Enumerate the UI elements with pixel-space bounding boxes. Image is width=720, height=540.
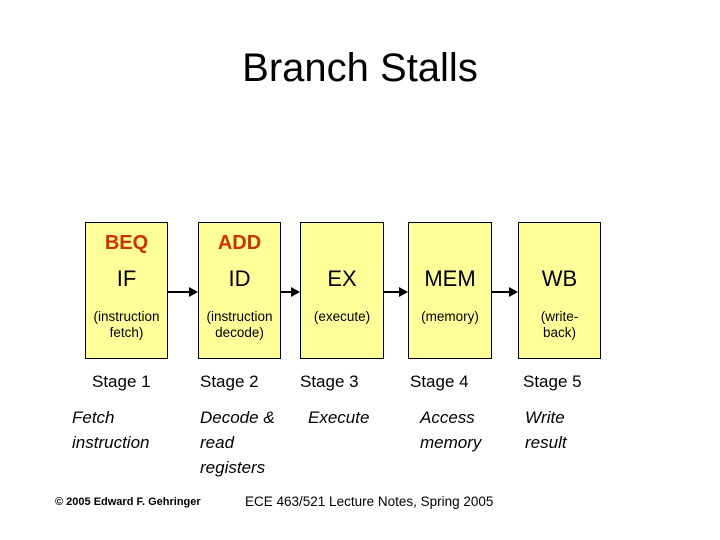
pipeline-stage-box-mem: MEM (memory) [408,222,492,359]
stage-description-2: Decode & read registers [200,408,275,477]
stage-label-5: Stage 5 [523,372,582,391]
pipeline-stage-box-id: ADD ID (instruction decode) [198,222,281,359]
stage-abbr: ID [228,266,251,291]
footer-copyright: © 2005 Edward F. Gehringer [55,496,201,508]
arrow-ex-to-mem [384,287,408,297]
pipeline-stage-box-ex: EX (execute) [300,222,384,359]
stage-description-3: Execute [308,408,370,427]
arrowhead-icon [509,287,518,297]
arrowhead-icon [291,287,300,297]
stage-abbr: EX [327,266,357,291]
pipeline-stage-box-if: BEQ IF (instruction fetch) [85,222,168,359]
pipeline-stage-box-wb: WB (write-back) [518,222,601,359]
stage-full-name: (instruction fetch) [93,309,160,340]
arrow-line [168,291,192,293]
arrow-mem-to-wb [492,287,518,297]
arrow-line [492,291,512,293]
instruction-label: BEQ [104,232,149,254]
footer-course-info: ECE 463/521 Lecture Notes, Spring 2005 [245,494,494,509]
slide-title: Branch Stalls [242,46,478,90]
stage-description-4: Access memory [420,408,482,452]
arrow-if-to-id [168,287,198,297]
stage-full-name: (memory) [421,309,479,324]
arrow-line [281,291,294,293]
stage-description-1: Fetch instruction [72,408,150,452]
stage-description-5: Write result [525,408,567,452]
stage-full-name: (write-back) [540,309,579,340]
stage-abbr: WB [541,266,578,291]
arrowhead-icon [399,287,408,297]
stage-abbr: MEM [424,266,476,291]
arrow-id-to-ex [281,287,300,297]
stage-label-4: Stage 4 [410,372,469,391]
stage-abbr: IF [116,266,137,291]
stage-full-name: (execute) [313,309,371,324]
stage-full-name: (instruction decode) [206,309,273,340]
stage-label-2: Stage 2 [200,372,259,391]
arrow-line [384,291,402,293]
stage-label-1: Stage 1 [92,372,151,391]
arrowhead-icon [189,287,198,297]
stage-label-3: Stage 3 [300,372,359,391]
instruction-label: ADD [217,232,262,254]
